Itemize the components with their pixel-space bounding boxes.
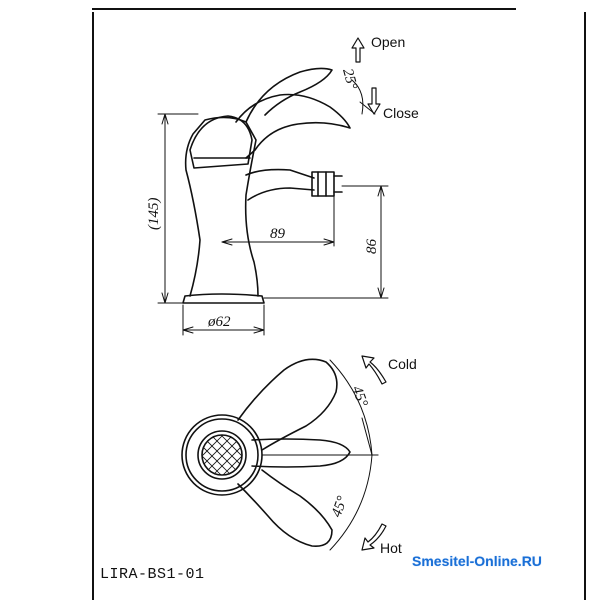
faucet-base (182, 293, 265, 304)
drawing-frame (92, 12, 586, 600)
label-open: Open (371, 34, 405, 50)
label-cold: Cold (388, 356, 417, 372)
angle-open-label: 25° (339, 67, 360, 91)
dim-reach-label: 89 (270, 226, 286, 242)
hot-arrow-icon (361, 523, 387, 551)
dim-spout-height-label: 86 (364, 239, 380, 255)
watermark-link[interactable]: Smesitel-Online.RU (412, 553, 542, 569)
handle-upper (237, 358, 338, 451)
dim-base-label: ø62 (207, 314, 231, 330)
handle-lower (237, 469, 333, 547)
faucet-handle (235, 93, 351, 159)
model-number: LIRA-BS1-01 (100, 566, 205, 583)
open-arrow-icon (351, 37, 365, 63)
spout-nozzle (311, 171, 335, 197)
faucet-spout (245, 168, 315, 201)
angle-hot-label: 45° (329, 494, 351, 519)
label-close: Close (383, 105, 419, 121)
sheet-top-border (92, 8, 516, 10)
rosette-outer (181, 414, 263, 496)
label-hot: Hot (380, 540, 402, 556)
handle-center (251, 438, 351, 468)
handle-cap (189, 115, 253, 169)
cold-arrow-icon (361, 355, 387, 385)
close-arrow-icon (367, 87, 381, 115)
faucet-body (184, 116, 259, 297)
plan-view (181, 355, 387, 551)
lever-open-outline (245, 67, 333, 123)
rosette-inner (197, 430, 247, 480)
angle-cold-label: 45° (348, 384, 370, 409)
dim-height-label: (145) (146, 198, 162, 231)
side-view (157, 37, 389, 336)
